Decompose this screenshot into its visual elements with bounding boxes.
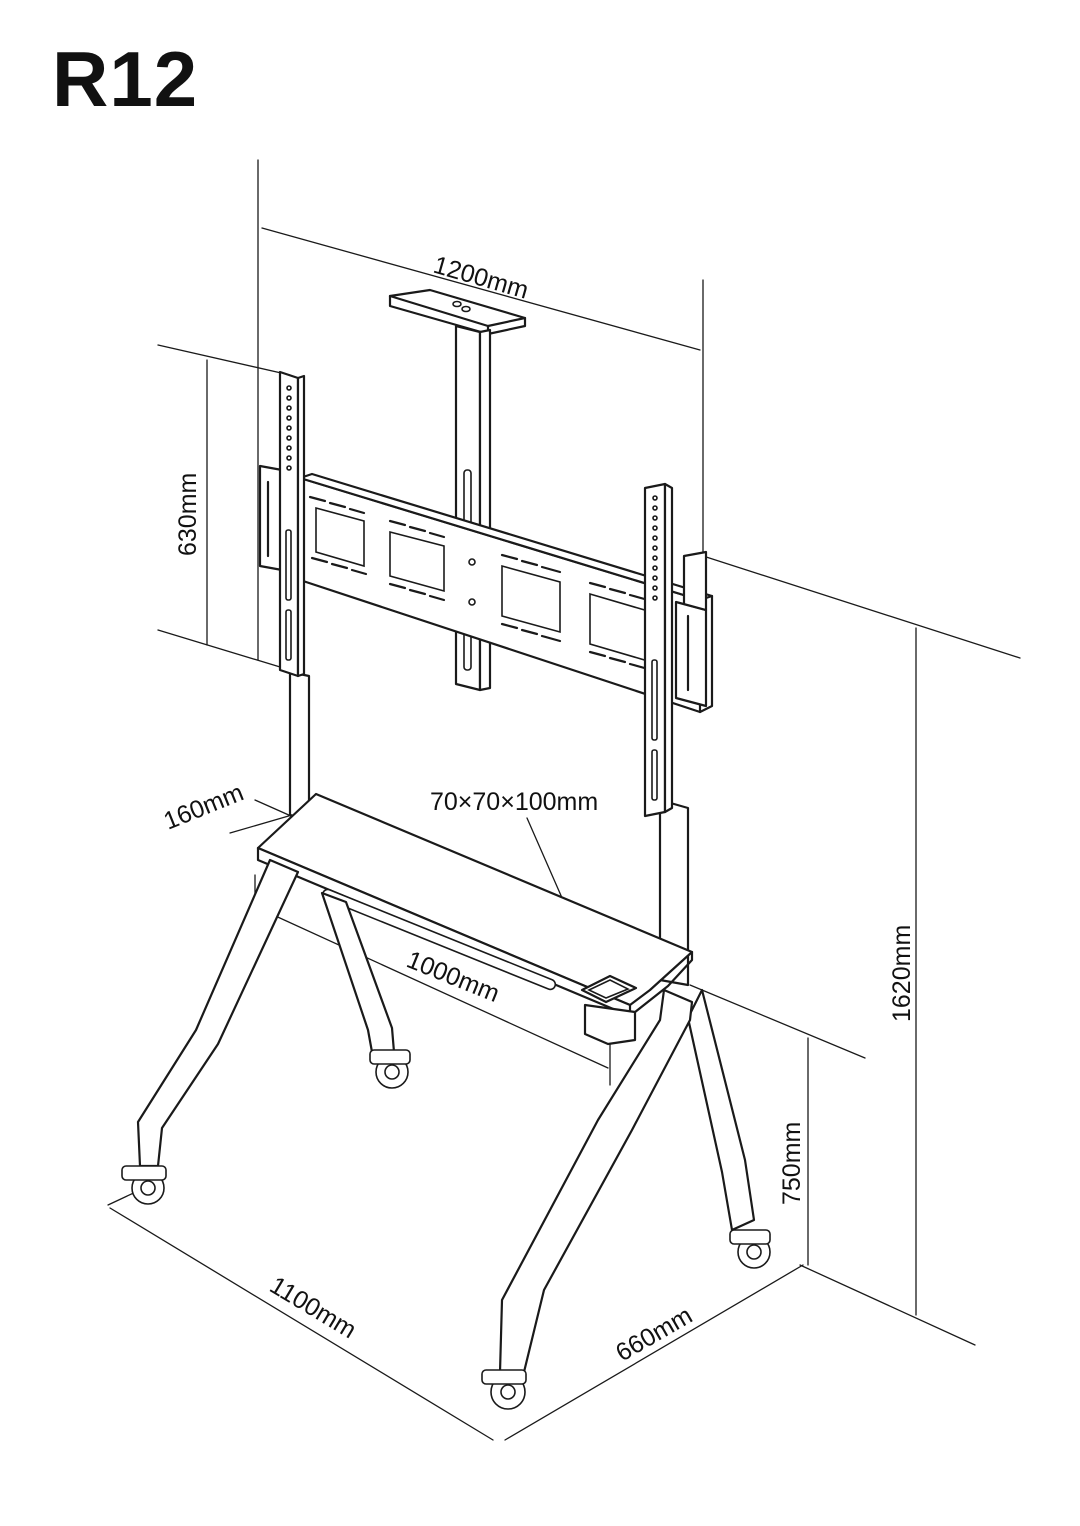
right-vesa-arm xyxy=(643,482,674,818)
dim-label-panel-height: 630mm xyxy=(174,473,202,556)
mounting-bracket xyxy=(298,472,714,714)
left-upright xyxy=(288,670,311,822)
dim-label-box-size: 70×70×100mm xyxy=(430,788,598,816)
shelf xyxy=(256,792,694,1046)
dim-label-shelf-depth: 160mm xyxy=(160,778,248,835)
left-clamp xyxy=(258,464,284,572)
right-clamp xyxy=(674,550,708,708)
extension-lines xyxy=(107,159,1021,1346)
right-upright xyxy=(658,798,690,987)
dim-label-shelf-height: 750mm xyxy=(778,1122,806,1205)
front-right-leg xyxy=(481,988,694,1410)
dim-label-total-height: 1620mm xyxy=(888,925,916,1022)
back-right-leg xyxy=(686,988,771,1269)
model-title: R12 xyxy=(52,35,199,123)
dimension-lines xyxy=(109,227,917,1441)
dim-label-base-width: 1100mm xyxy=(265,1271,361,1344)
back-left-leg xyxy=(320,891,411,1089)
left-vesa-arm xyxy=(278,370,306,678)
camera-tray xyxy=(388,288,527,336)
front-left-leg xyxy=(121,858,300,1205)
